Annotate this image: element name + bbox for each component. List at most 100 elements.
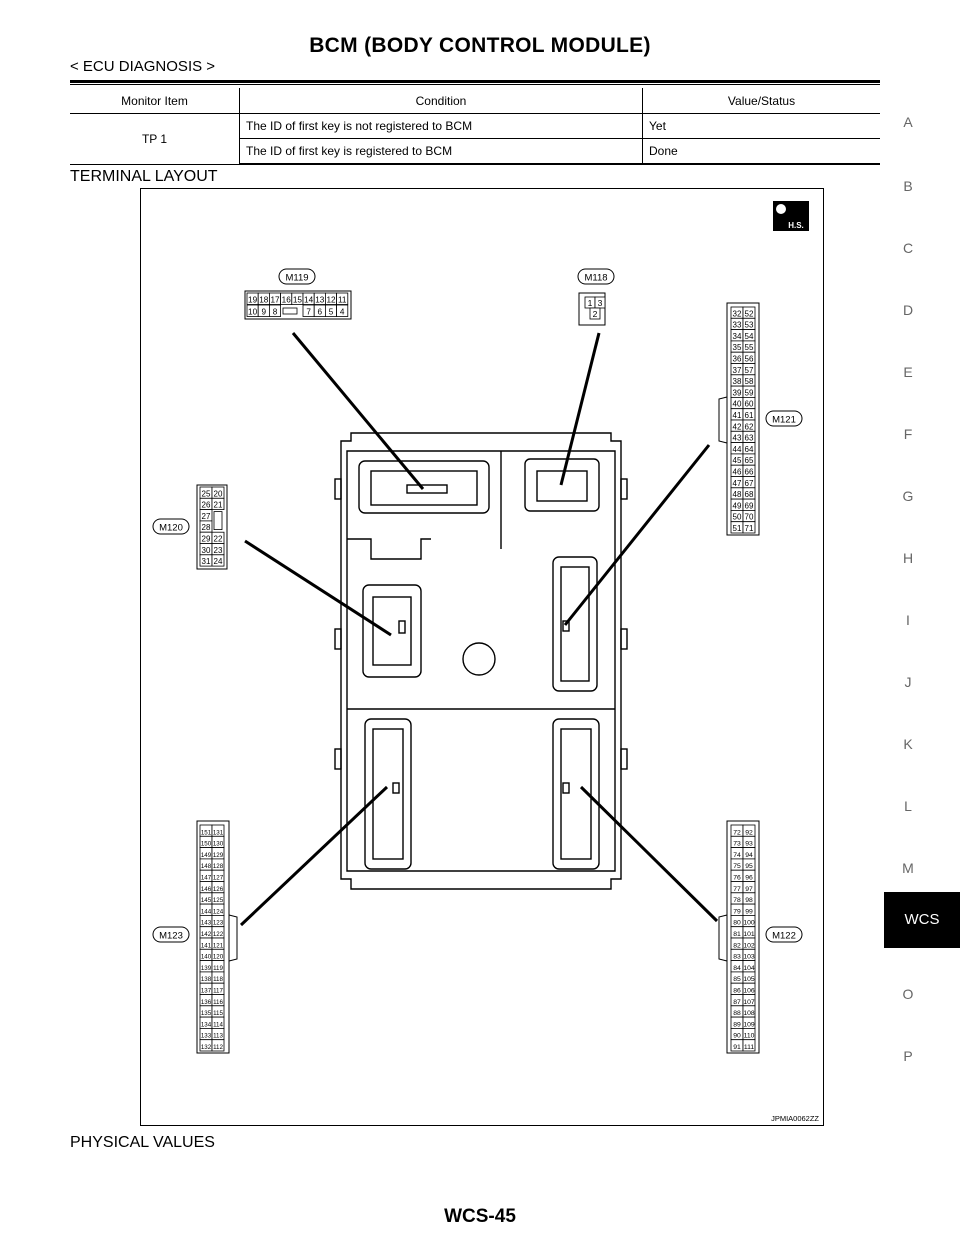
connector-label: M121 — [772, 415, 796, 426]
pin-number: 60 — [745, 400, 754, 409]
pin-number: 146 — [201, 886, 212, 893]
side-index-letter[interactable]: G — [902, 488, 914, 504]
side-index-letter[interactable]: M — [902, 860, 914, 876]
pin-number: 110 — [744, 1033, 755, 1040]
pin-number: 99 — [745, 908, 753, 915]
pin-number: 62 — [745, 422, 754, 431]
pin-number: 100 — [743, 920, 755, 927]
pin-number: 86 — [733, 988, 741, 995]
pin-number: 109 — [743, 1021, 755, 1028]
pin-number: 4 — [340, 308, 345, 317]
pin-number: 48 — [733, 490, 742, 499]
connector-label-pill — [765, 410, 803, 427]
pin-number: 19 — [248, 296, 258, 305]
pin-number: 84 — [733, 965, 741, 972]
header-rule-thin — [70, 84, 880, 85]
pin-number: 115 — [213, 1010, 223, 1017]
value-cell: Yet — [642, 113, 880, 139]
pin-number: 45 — [733, 456, 742, 465]
side-index-letter[interactable]: I — [906, 612, 910, 628]
pin-number: 134 — [201, 1021, 212, 1028]
pin-number: 83 — [733, 954, 741, 961]
pin-number: 150 — [201, 841, 212, 848]
pin-number: 47 — [733, 479, 742, 488]
pin-number: 130 — [213, 841, 224, 848]
pin-number: 65 — [745, 456, 754, 465]
pin-number: 13 — [315, 296, 325, 305]
pin-number: 41 — [733, 411, 742, 420]
side-index-letter[interactable]: P — [903, 1048, 913, 1064]
connector-label-pill — [577, 268, 615, 285]
side-index-letter[interactable]: B — [903, 178, 913, 194]
pin-number: 108 — [743, 1010, 755, 1017]
connector-label: M118 — [584, 273, 607, 284]
section-breadcrumb: < ECU DIAGNOSIS > — [70, 58, 216, 75]
side-index-letter[interactable]: C — [902, 240, 914, 256]
pin-number: 140 — [201, 954, 212, 961]
pin-number: 39 — [733, 388, 742, 397]
pin-number: 97 — [745, 886, 753, 893]
side-index-letter[interactable]: F — [903, 426, 913, 442]
pin-number: 8 — [273, 308, 278, 317]
pin-number: 78 — [733, 897, 741, 904]
pin-number: 117 — [213, 988, 223, 995]
connector-label-pill — [152, 926, 190, 943]
connector-label: M122 — [772, 931, 796, 942]
pin-number: 70 — [745, 513, 754, 522]
side-index-letter[interactable]: O — [902, 986, 914, 1002]
value-cell: Done — [642, 138, 880, 165]
pin-number: 114 — [213, 1021, 223, 1028]
pin-number: 40 — [733, 400, 742, 409]
pin-number: 125 — [213, 897, 224, 904]
pin-number: 106 — [743, 988, 755, 995]
pin-number: 76 — [733, 875, 741, 882]
pin-number: 16 — [282, 296, 292, 305]
side-index-letter[interactable]: L — [904, 798, 912, 814]
pin-number: 31 — [202, 557, 211, 566]
side-index-letter[interactable]: D — [902, 302, 914, 318]
pin-number: 20 — [214, 489, 223, 498]
pin-number: 139 — [201, 965, 212, 972]
pin-number: 17 — [270, 296, 280, 305]
pin-number: 68 — [745, 490, 754, 499]
pin-number: 88 — [733, 1010, 741, 1017]
pin-number: 14 — [304, 296, 314, 305]
pin-number: 87 — [733, 999, 741, 1006]
pin-cell — [268, 304, 281, 317]
pin-number: 119 — [213, 965, 223, 972]
key-slot — [213, 511, 223, 531]
pin-number: 89 — [733, 1021, 741, 1028]
pin-number: 37 — [733, 366, 742, 375]
pin-number: 142 — [201, 931, 212, 938]
pin-number: 75 — [733, 863, 741, 870]
pin-number: 85 — [733, 976, 741, 983]
pin-cell — [336, 304, 349, 317]
pin-number: 58 — [745, 377, 754, 386]
side-index-letter[interactable]: E — [903, 364, 913, 380]
pin-number: 50 — [733, 513, 742, 522]
pin-number: 30 — [202, 546, 211, 555]
pin-number: 59 — [745, 388, 754, 397]
connector-label-pill — [278, 268, 316, 285]
pin-number: 33 — [733, 321, 742, 330]
side-tab-active[interactable]: WCS — [884, 892, 960, 948]
side-index-letter[interactable]: H — [902, 550, 914, 566]
pin-cell — [211, 497, 225, 510]
pin-number: 53 — [745, 321, 754, 330]
pin-number: 25 — [202, 489, 211, 498]
pin-number: 104 — [743, 965, 755, 972]
pin-number: 46 — [733, 468, 742, 477]
pin-number: 6 — [318, 308, 323, 317]
pin-number: 90 — [733, 1033, 741, 1040]
connector-label: M123 — [159, 931, 183, 942]
side-index-letter[interactable]: J — [904, 674, 912, 690]
pin-number: 137 — [201, 988, 212, 995]
pin-number: 122 — [213, 931, 224, 938]
side-index-letter[interactable]: A — [903, 114, 913, 130]
pin-number: 9 — [262, 308, 267, 317]
pin-number: 79 — [733, 908, 741, 915]
pin-number: 136 — [201, 999, 212, 1006]
pin-number: 24 — [214, 557, 223, 566]
side-index-letter[interactable]: K — [903, 736, 913, 752]
